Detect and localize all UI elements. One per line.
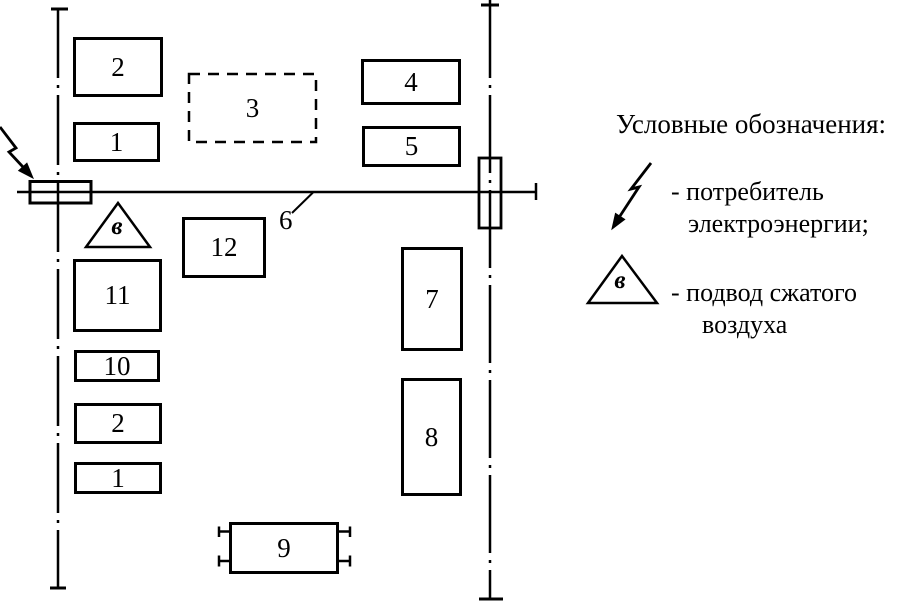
equipment-box-2-top: 2	[73, 37, 163, 97]
equipment-box-label: 1	[111, 462, 125, 493]
legend-title: Условные обозначения:	[616, 109, 887, 139]
equipment-box-3: 3	[188, 73, 317, 143]
equipment-box-2-bottom: 2	[74, 403, 162, 444]
legend-item-air-line1: - подвод сжатого	[671, 278, 858, 307]
air-triangle-letter: в	[111, 213, 123, 240]
legend-item-electricity-line1: - потребитель	[671, 177, 824, 206]
equipment-box-3-outline	[187, 72, 318, 144]
equipment-box-1-top: 1	[73, 122, 160, 162]
compressed-air-symbol	[83, 200, 153, 249]
equipment-box-label: 1	[109, 126, 124, 157]
legend-lightning-icon	[618, 162, 653, 217]
legend-item-electricity: - потребитель электроэнергии;	[671, 176, 869, 240]
equipment-box-9: 9	[229, 522, 339, 574]
legend-item-air-line2: воздуха	[702, 310, 788, 339]
equipment-box-label: 2	[111, 51, 125, 82]
equipment-box-label: 5	[404, 131, 419, 161]
legend-item-electricity-line2: электроэнергии;	[688, 209, 869, 238]
legend-lightning-arrowhead	[611, 212, 626, 231]
equipment-box-label: 3	[245, 92, 260, 123]
equipment-box-5: 5	[362, 126, 461, 167]
legend-air-triangle-icon	[585, 253, 660, 305]
power-line-label: 6	[279, 205, 293, 235]
legend-item-air: - подвод сжатого воздуха	[671, 277, 857, 341]
power-input-box	[28, 180, 93, 205]
electricity-consumer-arrow	[0, 126, 25, 168]
box9-connectors	[217, 526, 352, 567]
equipment-box-8: 8	[401, 378, 462, 496]
legend-air-triangle-letter: в	[614, 267, 626, 294]
electricity-consumer-arrowhead	[17, 162, 34, 180]
equipment-box-label: 8	[424, 421, 439, 452]
equipment-box-label: 4	[404, 66, 418, 97]
equipment-box-label: 11	[104, 280, 131, 310]
equipment-box-label: 9	[277, 532, 291, 563]
power-distribution-box	[477, 156, 503, 230]
equipment-box-4: 4	[361, 59, 461, 105]
equipment-box-11: 11	[73, 259, 162, 332]
equipment-box-label: 12	[210, 232, 238, 262]
equipment-box-10: 10	[74, 350, 160, 382]
equipment-box-7: 7	[401, 247, 463, 351]
equipment-box-label: 7	[425, 283, 439, 314]
equipment-box-12: 12	[182, 217, 266, 278]
equipment-box-label: 2	[111, 408, 125, 438]
equipment-box-label: 10	[103, 350, 131, 381]
equipment-box-1-bottom: 1	[74, 462, 162, 494]
power-line-leader	[291, 191, 314, 214]
